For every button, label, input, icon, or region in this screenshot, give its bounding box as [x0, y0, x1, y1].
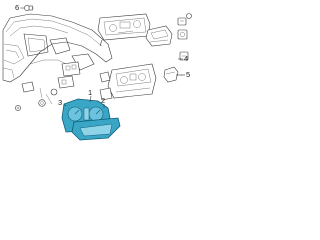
center-switch-panel	[15, 61, 81, 111]
control-module	[145, 25, 173, 47]
callout-3: 3	[58, 98, 63, 107]
parts-diagram	[2, 5, 192, 141]
leader-lines	[20, 7, 185, 108]
heater-control-unit	[99, 63, 157, 101]
callout-6: 6	[15, 3, 20, 12]
callout-1: 1	[88, 88, 93, 97]
callout-4: 4	[184, 54, 189, 63]
instrument-panel	[2, 13, 113, 83]
climate-control-panel	[97, 13, 151, 47]
part-6-switch	[24, 5, 34, 11]
small-switches	[177, 13, 192, 61]
callout-2: 2	[101, 96, 106, 105]
instrument-cluster	[61, 98, 121, 141]
callout-5: 5	[186, 70, 191, 79]
part-5-sensor	[163, 66, 182, 83]
